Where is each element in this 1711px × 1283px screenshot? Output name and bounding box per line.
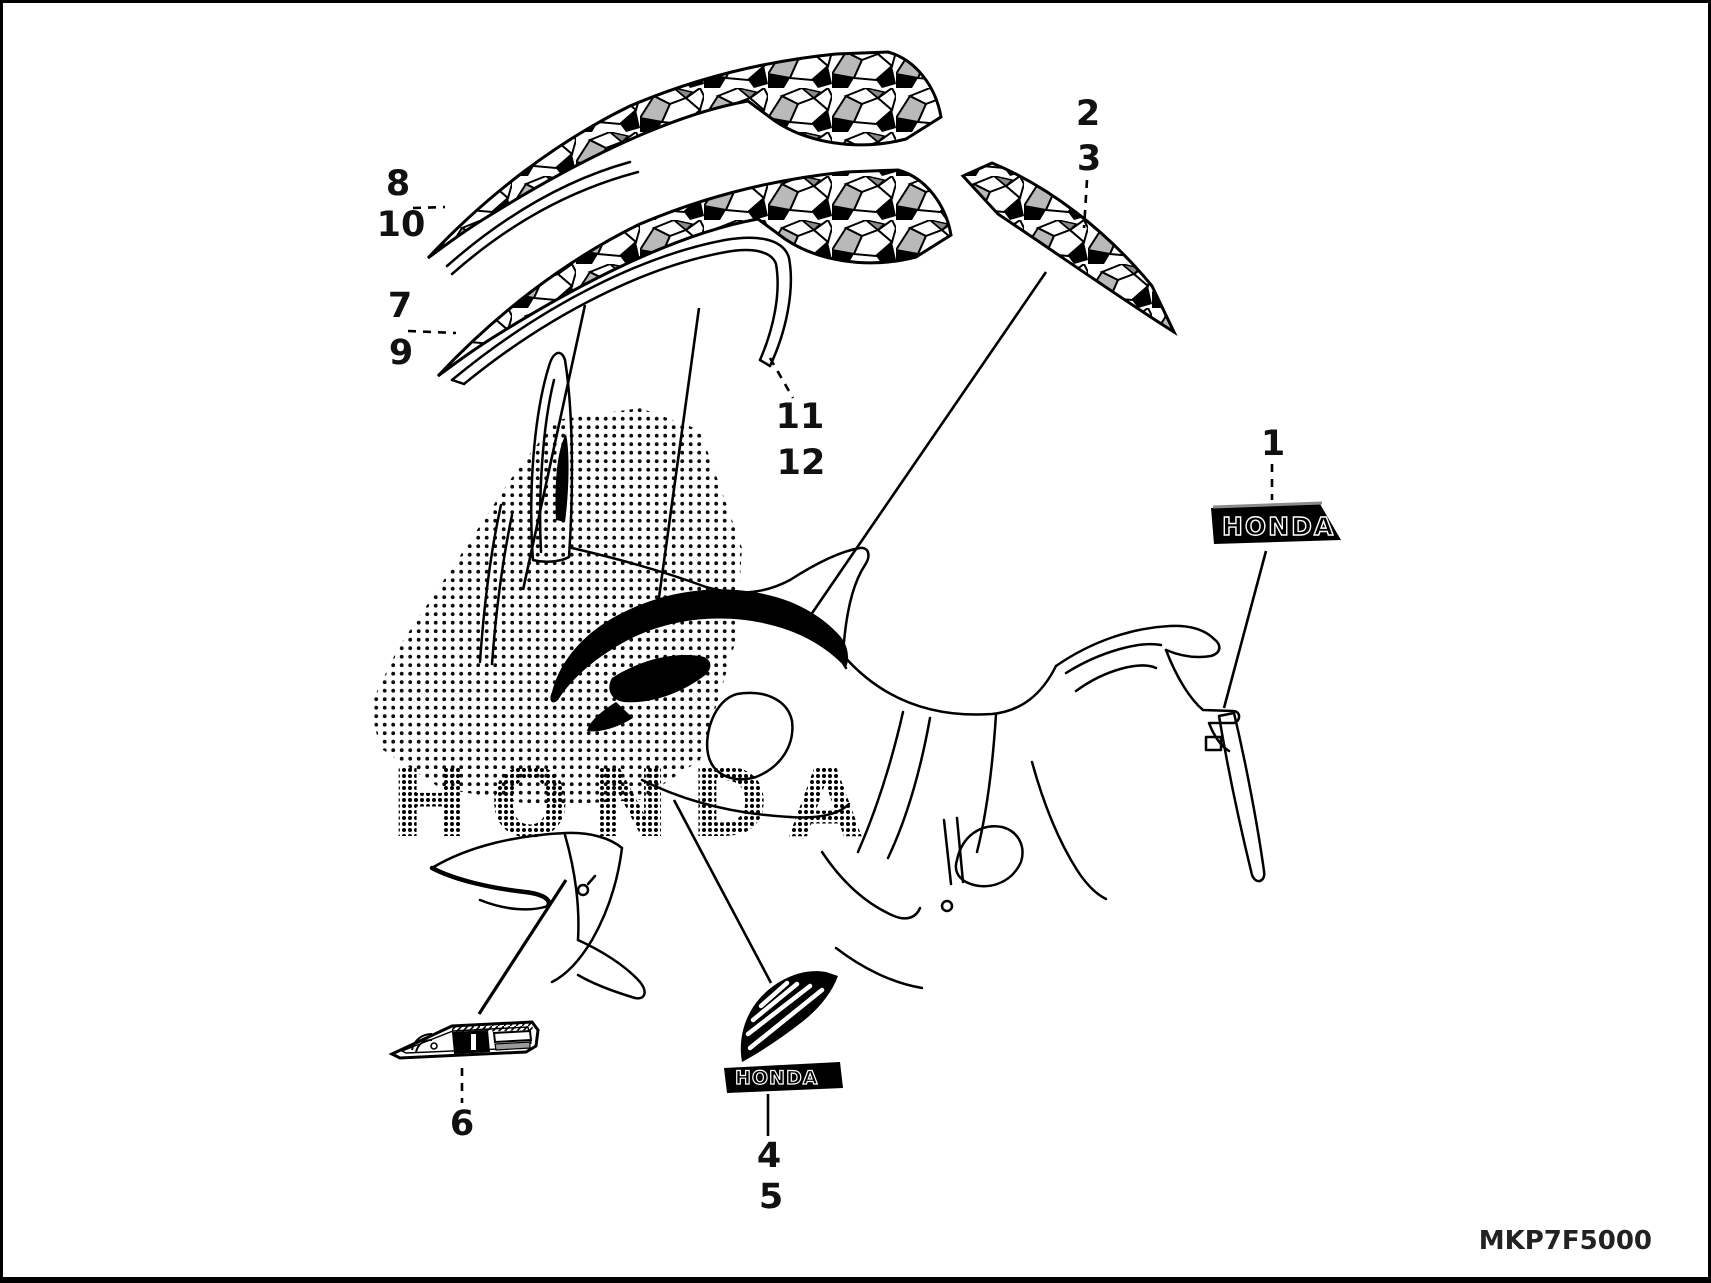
- fairing-watermark-text: HONDA: [390, 749, 882, 859]
- wing-badge-text: HONDA: [735, 1067, 818, 1089]
- rear-badge-text: HONDA: [1222, 512, 1335, 541]
- leader-lines: [407, 179, 1274, 1136]
- motorcycle-line-art: [429, 351, 1266, 1000]
- callout-1: 1: [1261, 424, 1285, 464]
- callout-12: 12: [777, 443, 826, 483]
- fairing-watermark: HONDA: [390, 749, 882, 859]
- callout-8: 8: [386, 164, 410, 204]
- callout-5: 5: [759, 1177, 783, 1217]
- callout-7: 7: [388, 286, 412, 326]
- callout-6: 6: [450, 1104, 474, 1144]
- side-decal-2-3: [960, 161, 1178, 337]
- drawing-code: MKP7F5000: [1479, 1226, 1652, 1256]
- callout-4: 4: [757, 1136, 781, 1176]
- stripe-decal-7-9: [436, 168, 953, 378]
- halftone-shading: [370, 408, 742, 806]
- honda-rear-badge: HONDA: [1211, 501, 1341, 544]
- honda-wing-decal: HONDA: [724, 971, 843, 1093]
- windscreen-stripe-decal-11-12: [450, 236, 793, 386]
- callout-10: 10: [377, 205, 426, 245]
- callout-2: 2: [1076, 94, 1100, 134]
- stripe-decal-8-10: [426, 50, 943, 276]
- caution-label-6: [388, 1020, 540, 1060]
- callout-11: 11: [776, 397, 825, 437]
- callout-3: 3: [1077, 139, 1101, 179]
- callout-9: 9: [389, 333, 413, 373]
